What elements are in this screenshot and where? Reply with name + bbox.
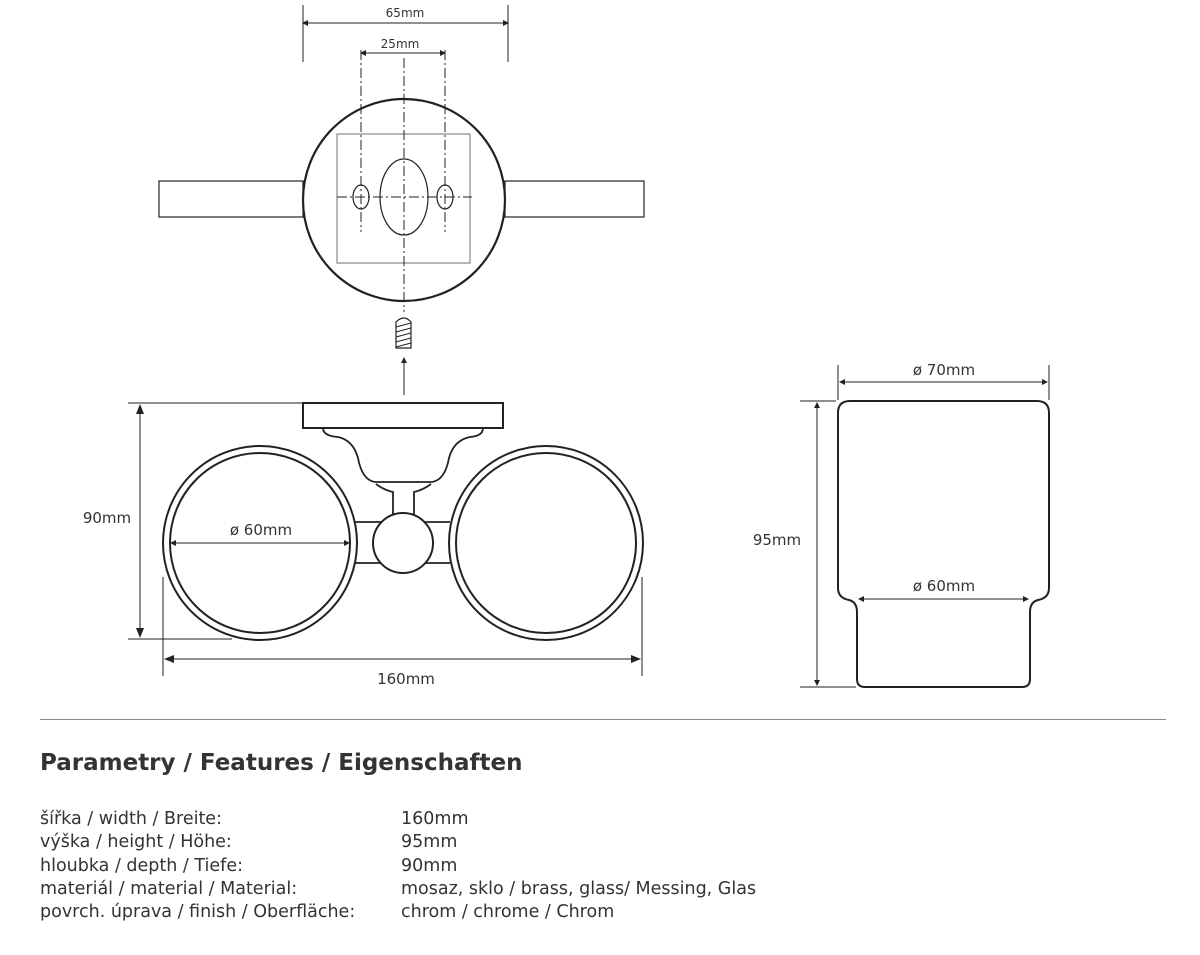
screw-icon xyxy=(395,317,412,349)
dim-90mm: 90mm xyxy=(83,509,131,527)
feature-row-depth: hloubka / depth / Tiefe: 90mm xyxy=(40,855,756,878)
top-view: 65mm 25mm xyxy=(158,5,645,395)
dim-ring-diameter: ø 60mm xyxy=(230,521,292,539)
dim-cup-height: 95mm xyxy=(753,531,801,549)
technical-drawing: 65mm 25mm 90mm 160mm xyxy=(83,5,1050,688)
front-view: 90mm 160mm ø 60mm xyxy=(83,402,644,688)
dim-160mm: 160mm xyxy=(377,670,435,688)
cup-view: ø 70mm 95mm ø 60mm xyxy=(753,361,1050,688)
divider xyxy=(40,719,1166,720)
feature-label: výška / height / Höhe: xyxy=(40,832,232,853)
feature-value: 90mm xyxy=(401,855,458,876)
feature-row-material: materiál / material / Material: mosaz, sk… xyxy=(40,878,756,901)
feature-row-finish: povrch. úprava / finish / Oberfläche: chr… xyxy=(40,901,756,924)
dim-cup-top: ø 70mm xyxy=(913,361,975,379)
feature-label: materiál / material / Material: xyxy=(40,878,298,899)
feature-value: mosaz, sklo / brass, glass/ Messing, Gla… xyxy=(401,878,757,899)
feature-value: 160mm xyxy=(401,809,469,829)
feature-value: 95mm xyxy=(401,832,458,853)
feature-row-width: šířka / width / Breite: 160mm xyxy=(40,808,756,831)
dim-65mm: 65mm xyxy=(386,6,425,20)
dim-25mm: 25mm xyxy=(381,37,420,51)
feature-row-height: výška / height / Höhe: 95mm xyxy=(40,831,756,854)
features-title: Parametry / Features / Eigenschaften xyxy=(40,750,523,776)
feature-value: chrom / chrome / Chrom xyxy=(401,902,615,923)
feature-label: povrch. úprava / finish / Oberfläche: xyxy=(40,902,356,923)
dim-cup-bottom: ø 60mm xyxy=(913,577,975,595)
feature-label: šířka / width / Breite: xyxy=(40,809,222,829)
features-table: šířka / width / Breite: 160mm výška / hei… xyxy=(40,808,756,924)
feature-label: hloubka / depth / Tiefe: xyxy=(40,855,243,876)
